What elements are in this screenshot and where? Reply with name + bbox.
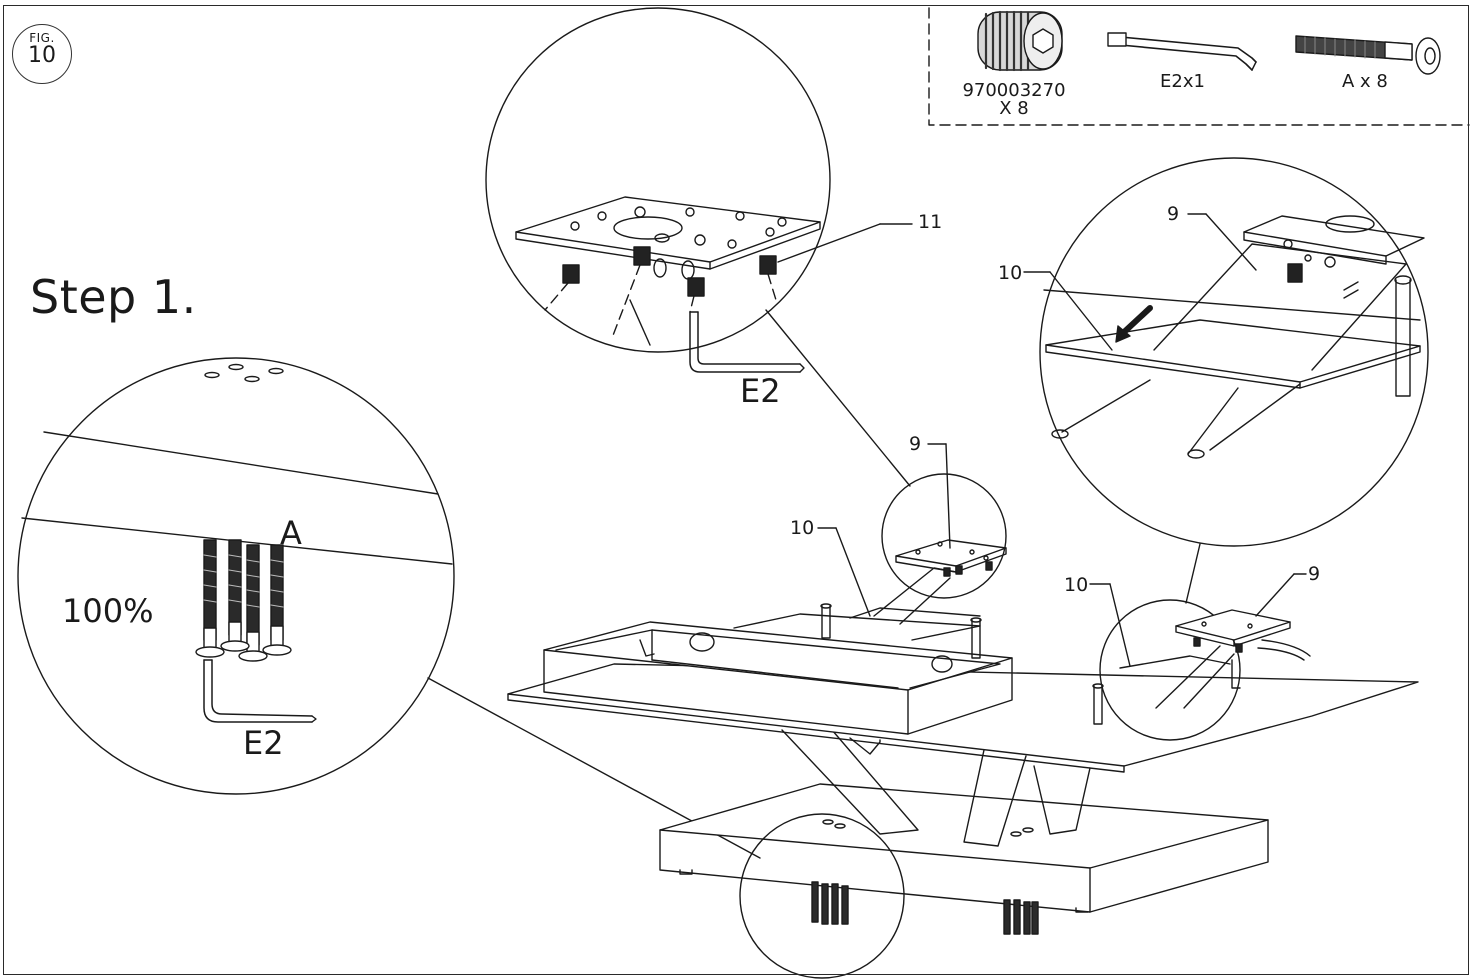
- leader-top-to-center: [765, 309, 911, 487]
- callout-tool-top: E2: [740, 372, 781, 410]
- scale-percent: 100%: [62, 592, 154, 630]
- detail-circle-right: [1023, 157, 1429, 547]
- detail-circle-top: [485, 7, 913, 373]
- figure-number: 10: [28, 43, 56, 68]
- table-assembly: [507, 567, 1419, 935]
- hardware-insert-qty: X 8: [999, 98, 1029, 119]
- bolt-icon: [1295, 35, 1441, 75]
- figure-prefix: FIG.: [29, 31, 55, 45]
- detail-circle-right-small: [1089, 573, 1311, 741]
- detail-circle-center-small: [817, 443, 1007, 617]
- leader-right-to-small: [1185, 543, 1201, 604]
- callout-part-10-center: 10: [790, 517, 815, 539]
- hardware-insert-label: 970003270 X 8: [962, 80, 1066, 119]
- callout-part-11: 11: [918, 211, 943, 233]
- hardware-box: [928, 7, 1470, 126]
- callout-part-9-detail: 9: [1167, 203, 1180, 225]
- hardware-key-label: E2x1: [1160, 71, 1205, 92]
- figure-badge: FIG. 10: [12, 24, 72, 84]
- hardware-bolt-label: A x 8: [1342, 71, 1388, 92]
- callout-part-10-right: 10: [1064, 574, 1089, 596]
- hardware-insert-code: 970003270: [962, 80, 1066, 101]
- threaded-insert-icon: [977, 10, 1063, 72]
- callout-tool-left: E2: [243, 724, 284, 762]
- callout-part-9-right: 9: [1308, 563, 1321, 585]
- allen-key-icon: [1107, 32, 1257, 71]
- callout-part-10-detail: 10: [998, 262, 1023, 284]
- callout-bolt-a: A: [280, 514, 302, 552]
- detail-circle-left: [17, 357, 455, 795]
- detail-circle-bottom: [739, 813, 905, 979]
- callout-part-9-center: 9: [909, 433, 922, 455]
- step-title: Step 1.: [30, 270, 197, 324]
